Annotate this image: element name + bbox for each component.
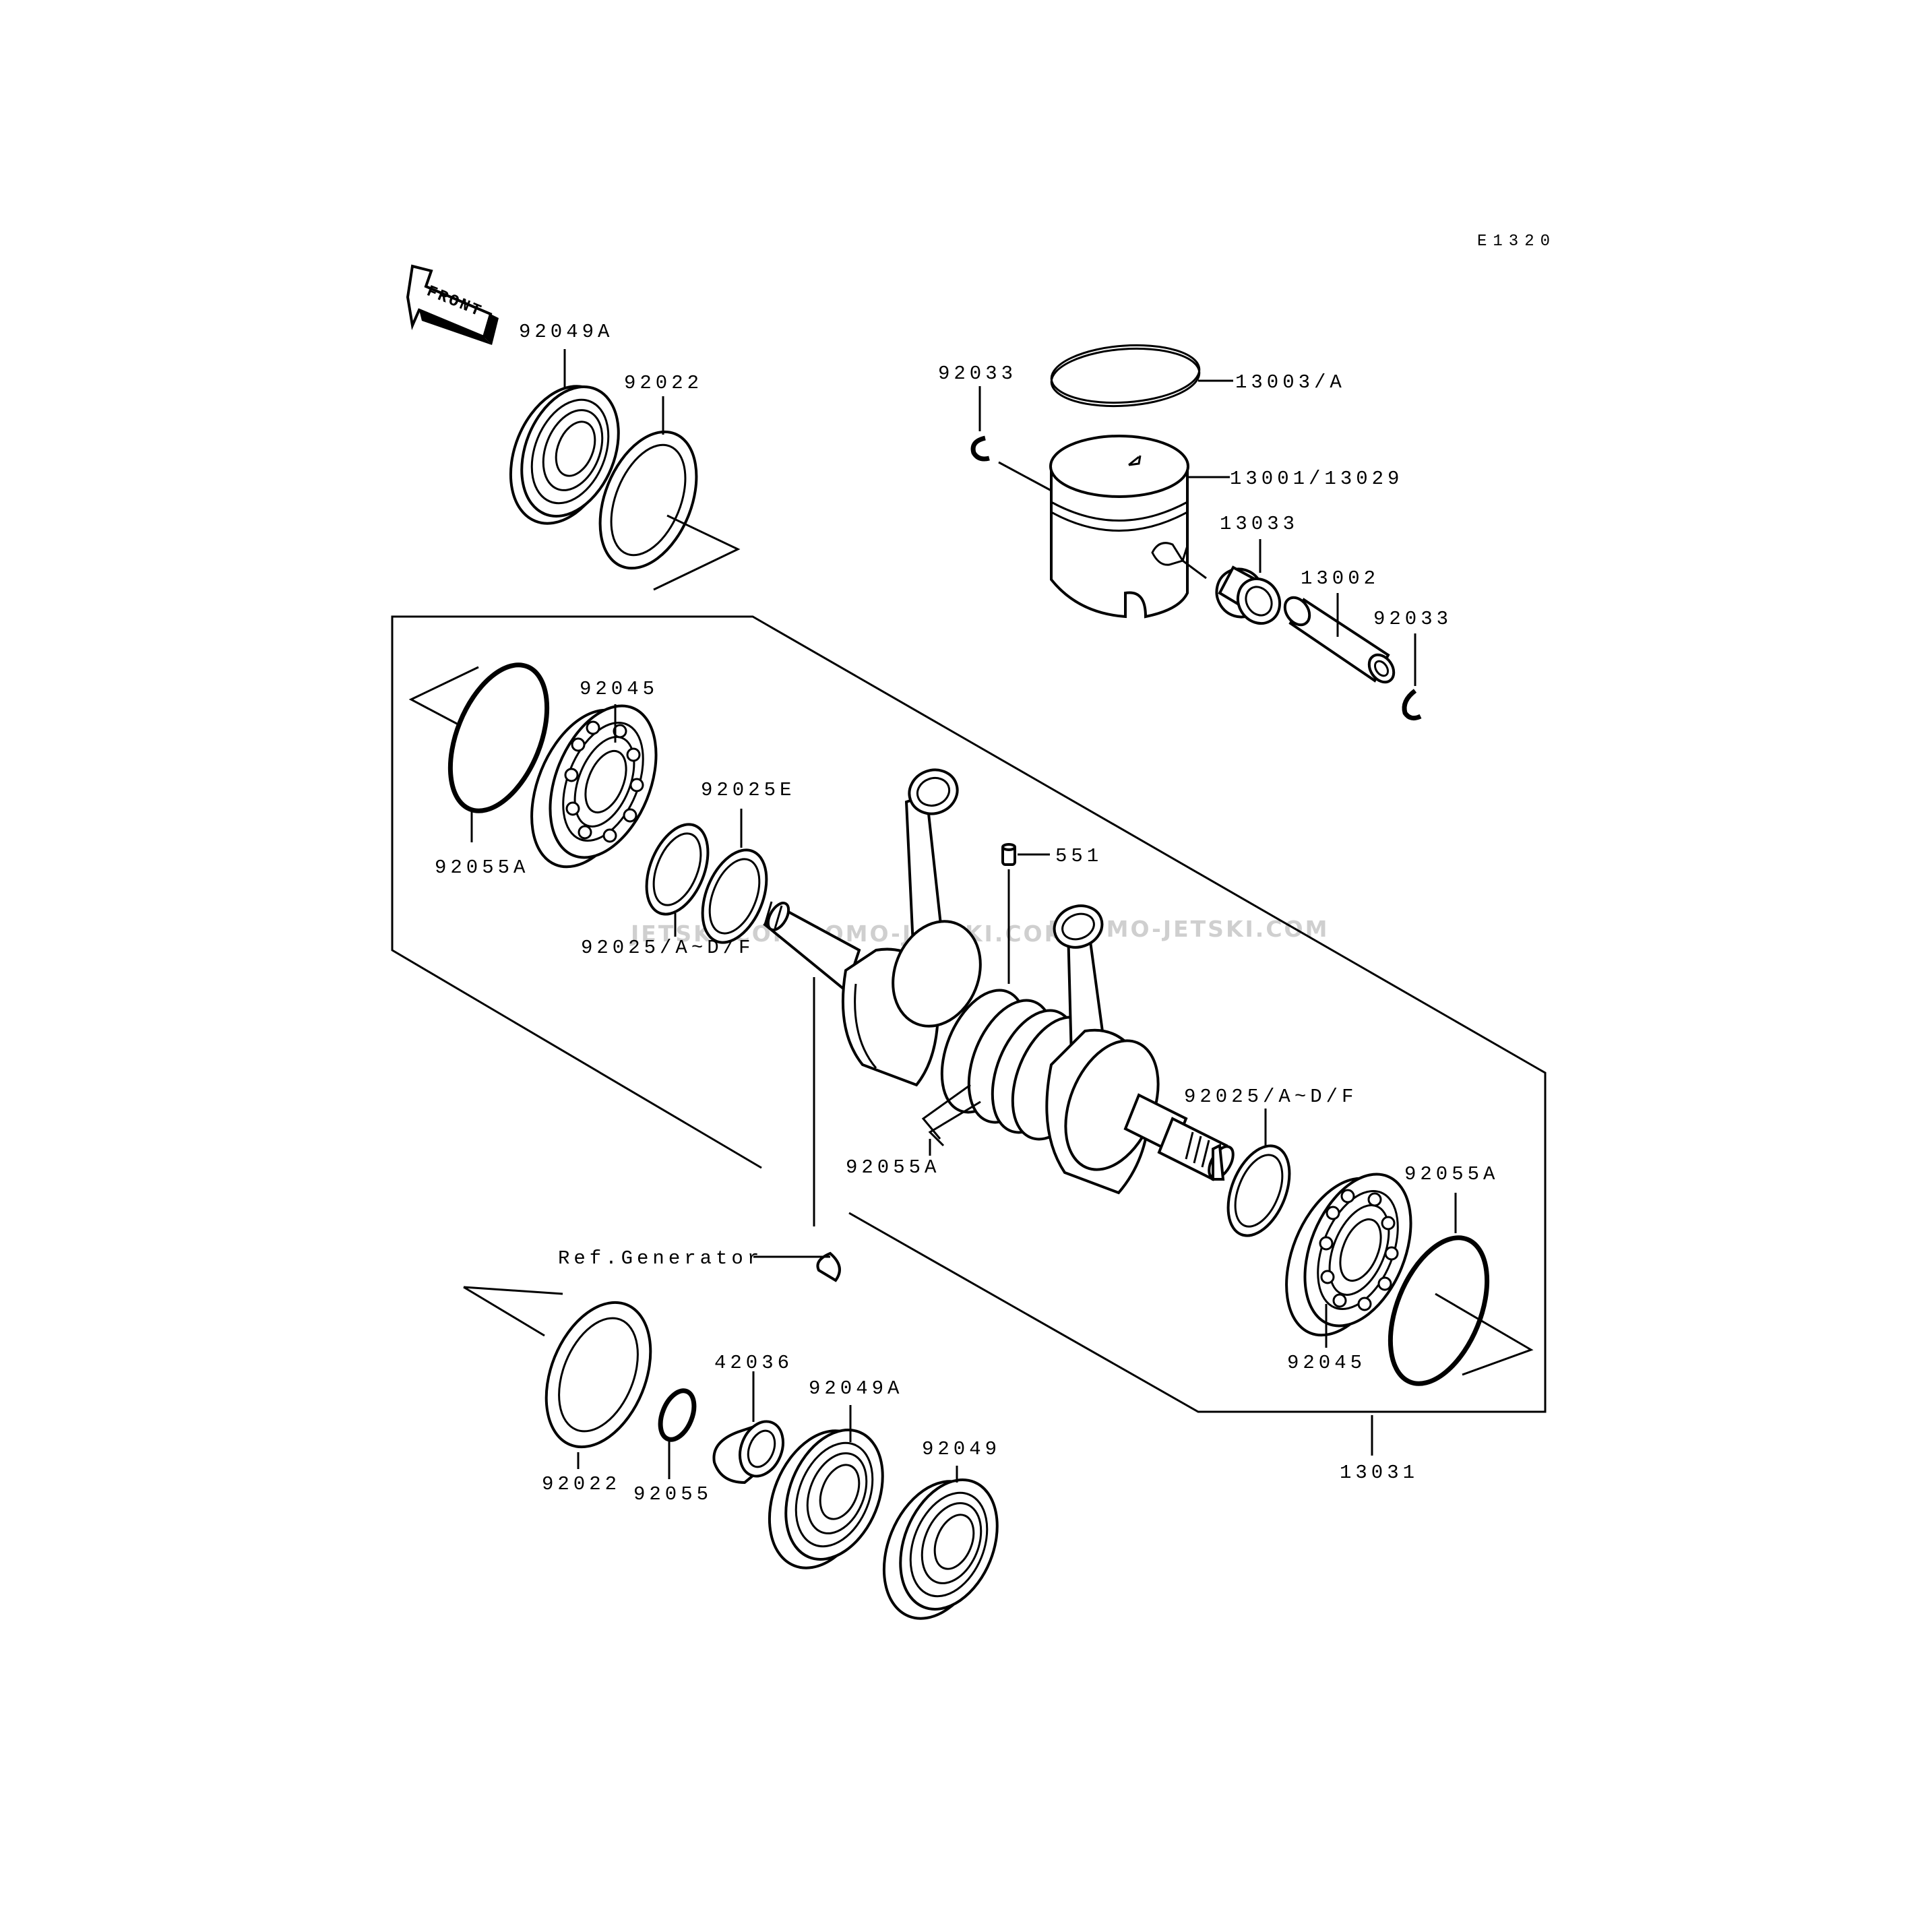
oil-seal-92049-bottom <box>882 1478 999 1620</box>
circlip-92033-left <box>970 435 990 462</box>
label-13002: 13002 <box>1301 567 1379 590</box>
label-92049a-top: 92049A <box>519 321 613 343</box>
sleeve-42036 <box>712 1420 784 1485</box>
label-92055-bottom: 92055 <box>633 1483 712 1505</box>
shim-92025-right <box>1226 1144 1291 1237</box>
assembly-frame <box>391 615 1547 1413</box>
label-92045-left: 92045 <box>580 678 658 700</box>
shim-92025e <box>701 848 768 944</box>
oring-92055a-right <box>1388 1235 1490 1386</box>
label-92049a-bottom: 92049A <box>809 1377 903 1400</box>
oil-seal-92049a-top <box>509 385 620 525</box>
label-551: 551 <box>1055 845 1102 867</box>
needle-bearing-13033 <box>1215 565 1282 625</box>
label-92022-top: 92022 <box>624 372 703 394</box>
label-13001: 13001/13029 <box>1230 468 1403 490</box>
label-92033-left: 92033 <box>938 363 1017 385</box>
label-13031: 13031 <box>1340 1462 1419 1484</box>
oring-92055a-left <box>447 662 550 813</box>
label-42036: 42036 <box>714 1352 793 1374</box>
bearing-92045-left <box>530 704 658 869</box>
label-ref-generator: Ref.Generator <box>558 1247 763 1270</box>
diagram-code: E1320 <box>1477 232 1556 251</box>
label-13033: 13033 <box>1220 513 1299 535</box>
label-92055a-right: 92055A <box>1404 1163 1499 1185</box>
collar-92022-top <box>598 430 698 570</box>
oring-92055-bottom <box>658 1388 697 1442</box>
piston-pin-13002 <box>1283 596 1396 684</box>
label-92025-right: 92025/A~D/F <box>1184 1086 1357 1108</box>
crankshaft-13031 <box>763 768 1235 1195</box>
label-92055a-left: 92055A <box>435 856 529 879</box>
front-arrow-icon: FRONT <box>406 264 499 345</box>
label-92045-right: 92045 <box>1287 1352 1366 1374</box>
pin-551 <box>1001 843 1016 866</box>
oil-seal-92049a-bottom <box>768 1429 884 1569</box>
shim-92025-left <box>645 823 710 916</box>
label-92025e: 92025E <box>701 779 795 801</box>
label-13003: 13003/A <box>1235 371 1346 394</box>
piston-13001 <box>1049 435 1189 619</box>
woodruff-key <box>816 1251 841 1282</box>
collar-92022-bottom <box>544 1301 652 1449</box>
label-92049-bottom: 92049 <box>922 1438 1001 1460</box>
piston-ring-13003 <box>1050 344 1201 408</box>
label-92033-right: 92033 <box>1373 608 1452 630</box>
label-92055a-middle: 92055A <box>846 1156 940 1179</box>
circlip-92033-right <box>1402 689 1422 721</box>
label-92022-bottom: 92022 <box>542 1473 621 1495</box>
bearing-92045-right <box>1285 1173 1412 1337</box>
